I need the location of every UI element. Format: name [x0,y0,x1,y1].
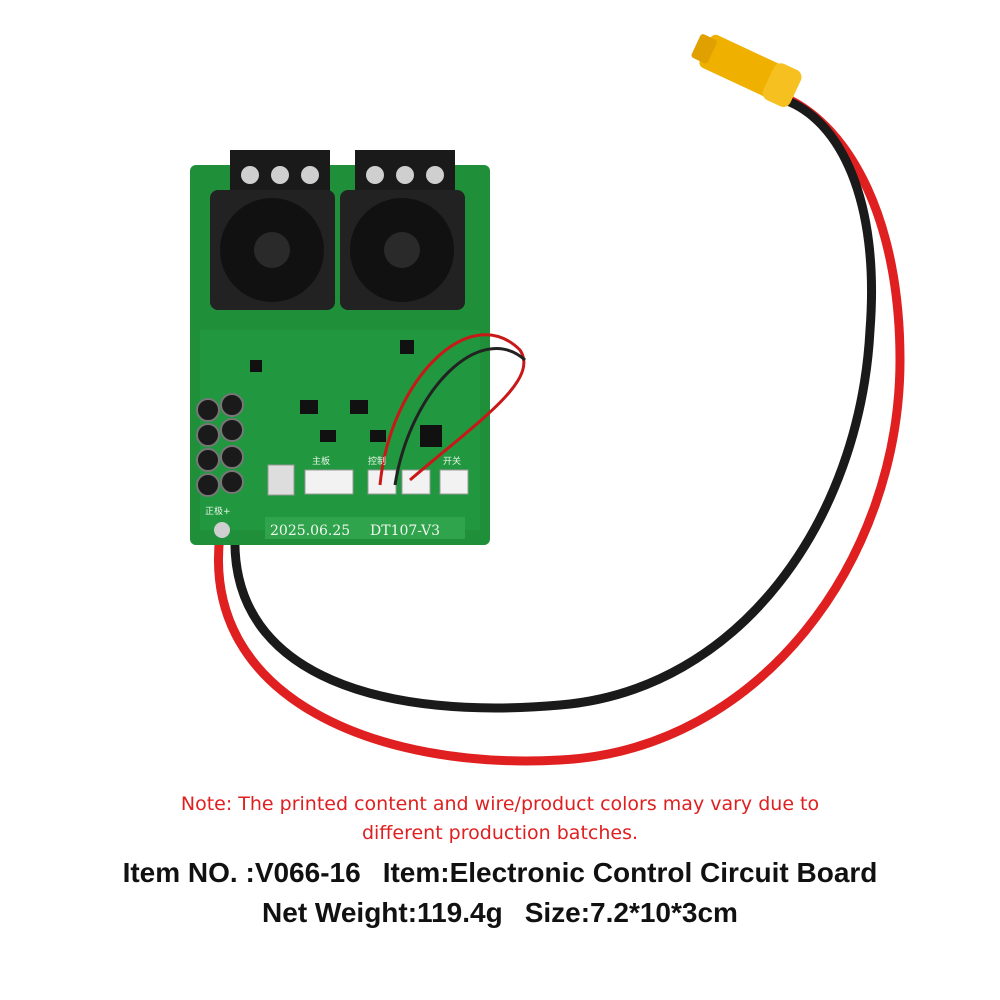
polarity-label: 正极+ [205,505,231,517]
terminal-blocks [230,150,455,195]
power-cable [214,95,905,766]
item-info-row: Item NO. :V066-16 Item:Electronic Control… [0,856,1000,890]
note-line-1: Note: The printed content and wire/produ… [180,793,820,815]
color-variance-note: Note: The printed content and wire/produ… [0,790,1000,848]
board-connectors [267,464,469,496]
item-number: Item NO. :V066-16 [122,857,361,888]
board-model-code: DT107-V3 [370,523,440,539]
net-weight: Net Weight:119.4g [262,897,503,928]
capacitors [196,393,244,497]
cooling-fans [210,190,465,310]
product-photo: 控制 主板 开关 正极+ 2025.06.25 DT107-V3 [190,34,905,766]
item-name: Item:Electronic Control Circuit Board [382,857,878,888]
note-line-2: different production batches. [361,822,639,844]
connector-label: 控制 [368,455,386,467]
size: Size:7.2*10*3cm [524,897,738,928]
xt-connector [691,34,802,107]
board-date-code: 2025.06.25 [270,523,350,539]
connector-label: 开关 [443,455,461,467]
ic-chips [250,340,442,447]
connector-label: 主板 [312,455,330,467]
spec-info-row: Net Weight:119.4g Size:7.2*10*3cm [0,896,1000,930]
